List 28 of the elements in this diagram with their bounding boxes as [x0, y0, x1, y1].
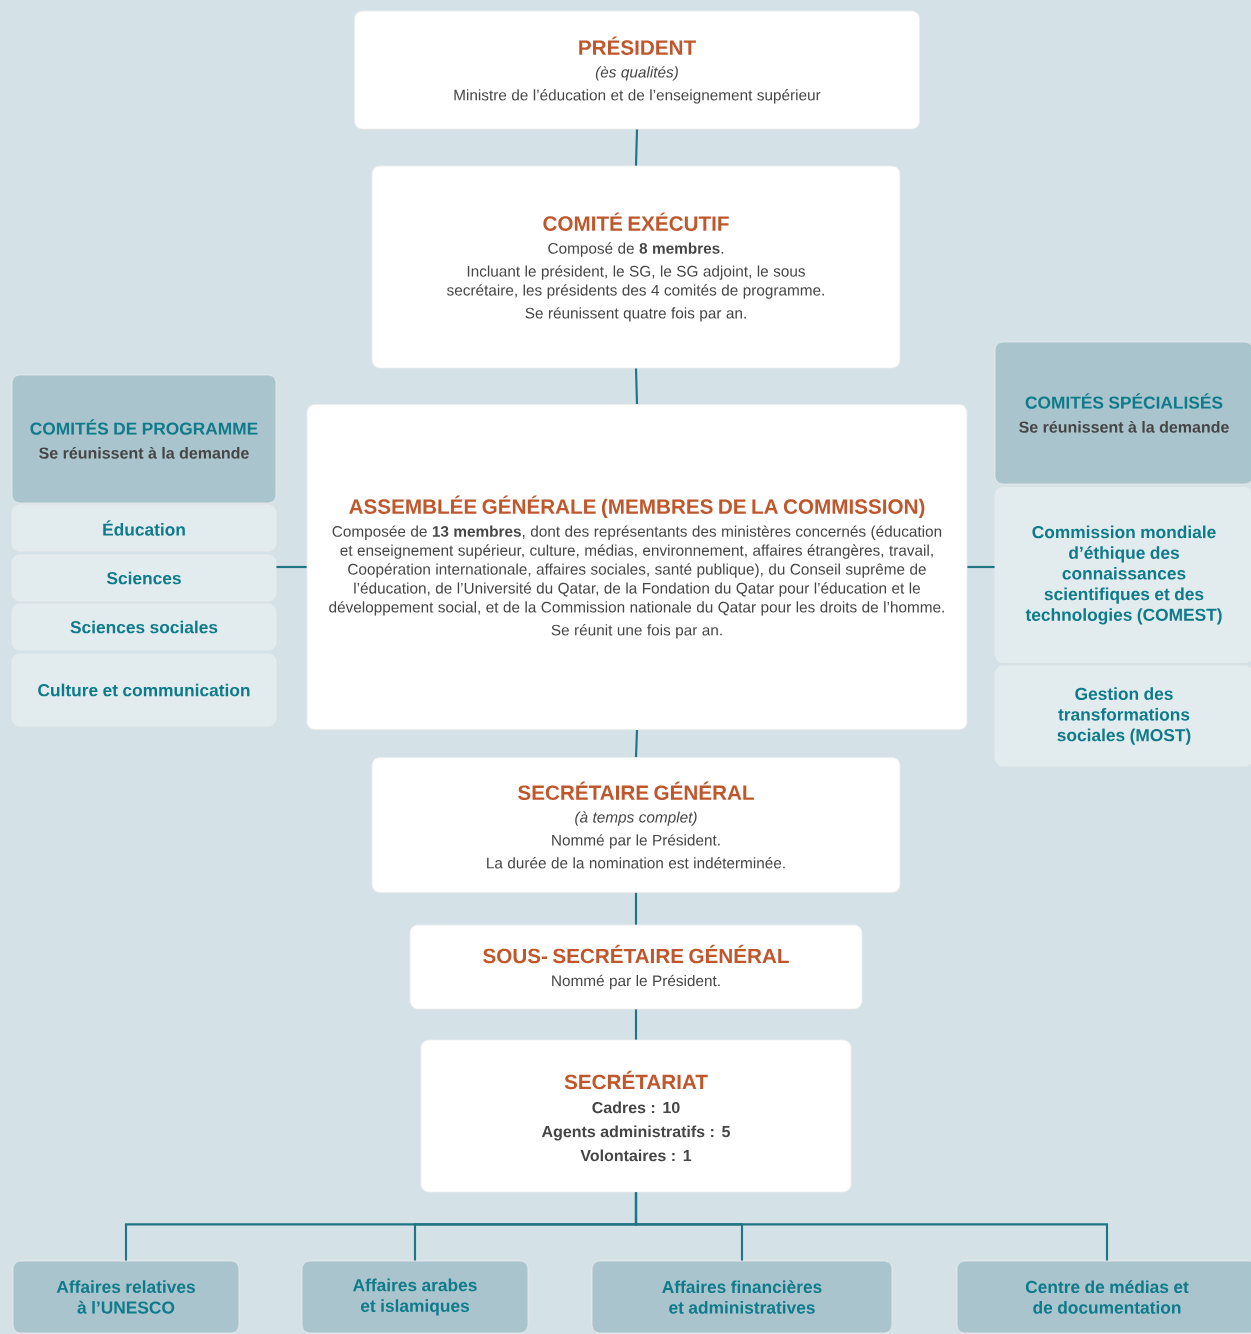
committee-box: Sciences: [11, 554, 277, 602]
committee-box: Éducation: [11, 504, 277, 552]
connector-line: [634, 1192, 1109, 1261]
role-box: SECRÉTAIRE GÉNÉRAL (à temps complet) Nommé par le Président. La durée de la nomination est indéterminée.: [371, 757, 901, 893]
connector-line: [634, 129, 639, 166]
connector-line: [634, 368, 639, 405]
committee-box: Gestion des transformations sociales (MOST): [994, 665, 1251, 767]
connector-line: [634, 1009, 638, 1040]
node-label: Gestion des transformations sociales (MOST): [1057, 687, 1191, 745]
committee-header-box: COMITÉS SPÉCIALISÉS Se réunissent à la demande: [994, 341, 1251, 485]
node-label: Commission mondiale d’éthique des connaissances scientifiques et des technologies (COMEST): [1025, 525, 1222, 625]
role-box: PRÉSIDENT (ès qualités) Ministre de l’éducation et de l’enseignement supérieur: [354, 10, 920, 130]
committee-header-box: COMITÉS DE PROGRAMME Se réunissent à la demande: [11, 374, 277, 504]
connector-line: [634, 892, 638, 925]
role-box: COMITÉ EXÉCUTIF Composé de 8 membres. Incluant le président, le SG, le SG adjoint, le sous secrétaire, les présidents des 4 comités de programme. Se réunissent quatre fois par an.: [371, 165, 901, 369]
role-box: ASSEMBLÉE GÉNÉRALE (MEMBRES DE LA COMMISSION) Composée de 13 membres, dont des représentants des ministères concernés (éducation et enseignement supérieur, culture, médias, environnement, affaires étrangères, travail, Coopération internationale, affaires sociales, santé publique), du Conseil suprême de l’éducation, de l’Université du Qatar, de la Fondation du Qatar pour l’éducation et le développement social, et de la Commission nationale du Qatar pour les droits de l’homme. Se réunit une fois par an.: [306, 404, 968, 730]
connector-line: [276, 565, 307, 569]
committee-header-box: Centre de médias et de documentation: [956, 1260, 1251, 1334]
committee-header-box: Affaires arabes et islamiques: [301, 1260, 529, 1334]
committee-header-box: Affaires financières et administratives: [591, 1260, 893, 1334]
connector-line: [634, 729, 639, 758]
committee-box: Culture et communication: [11, 653, 277, 727]
committee-header-box: Affaires relatives à l’UNESCO: [12, 1260, 240, 1334]
connector-line: [967, 565, 995, 569]
role-box: SECRÉTARIAT Cadres : 10 Agents administratifs : 5 Volontaires : 1: [420, 1039, 852, 1193]
committee-box: Sciences sociales: [11, 603, 277, 651]
role-box: SOUS- SECRÉTAIRE GÉNÉRAL Nommé par le Président.: [409, 924, 863, 1010]
committee-box: Commission mondiale d’éthique des connaissances scientifiques et des technologies (COMEST): [994, 487, 1251, 663]
